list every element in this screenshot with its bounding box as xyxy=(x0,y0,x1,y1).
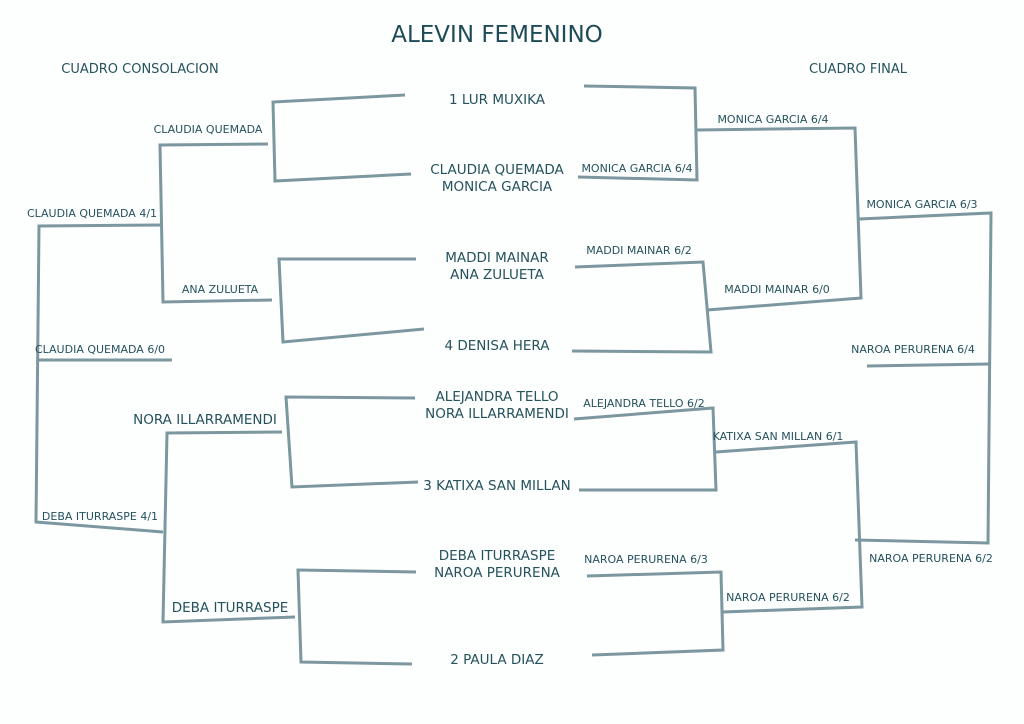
result-label: NORA ILLARRAMENDI xyxy=(133,412,277,428)
entry: 1 LUR MUXIKA xyxy=(449,92,546,108)
consolation-lines xyxy=(34,93,425,666)
result-label: DEBA ITURRASPE xyxy=(172,600,289,616)
result-label: CLAUDIA QUEMADA 4/1 xyxy=(27,207,157,220)
entry: 2 PAULA DIAZ xyxy=(450,652,544,668)
result-label: MONICA GARCIA 6/4 xyxy=(581,162,692,175)
entry: MONICA GARCIA xyxy=(442,179,553,195)
result-label: ALEJANDRA TELLO 6/2 xyxy=(583,397,705,410)
entry: ANA ZULUETA xyxy=(450,267,544,283)
result-label: MONICA GARCIA 6/4 xyxy=(717,113,828,126)
result-label: DEBA ITURRASPE 4/1 xyxy=(42,510,158,523)
final-lines xyxy=(571,84,993,657)
result-label: CLAUDIA QUEMADA xyxy=(154,123,263,136)
draw-entries: 1 LUR MUXIKA CLAUDIA QUEMADA MONICA GARC… xyxy=(423,92,570,668)
consolation-header: CUADRO CONSOLACION xyxy=(61,62,219,77)
entry: CLAUDIA QUEMADA xyxy=(430,162,564,178)
final-results: MONICA GARCIA 6/4 MADDI MAINAR 6/2 ALEJA… xyxy=(581,113,992,604)
result-label: MADDI MAINAR 6/0 xyxy=(724,283,830,296)
final-winner: NAROA PERURENA 6/2 xyxy=(869,552,993,565)
entry: NORA ILLARRAMENDI xyxy=(425,406,569,422)
result-label: KATIXA SAN MILLAN 6/1 xyxy=(713,430,844,443)
final-header: CUADRO FINAL xyxy=(809,62,908,77)
consolation-winner: CLAUDIA QUEMADA 6/0 xyxy=(35,343,165,356)
entry: 3 KATIXA SAN MILLAN xyxy=(423,478,570,494)
result-label: NAROA PERURENA 6/2 xyxy=(726,591,850,604)
result-label: MADDI MAINAR 6/2 xyxy=(586,244,692,257)
entry: 4 DENISA HERA xyxy=(445,338,551,354)
page-title: ALEVIN FEMENINO xyxy=(391,22,603,48)
entry: ALEJANDRA TELLO xyxy=(435,389,558,405)
entry: NAROA PERURENA xyxy=(434,565,561,581)
entry: DEBA ITURRASPE xyxy=(439,548,556,564)
entry: MADDI MAINAR xyxy=(445,250,549,266)
result-label: NAROA PERURENA 6/3 xyxy=(584,553,708,566)
consolation-results: CLAUDIA QUEMADA ANA ZULUETA NORA ILLARRA… xyxy=(27,123,288,616)
result-label: ANA ZULUETA xyxy=(182,283,259,296)
result-label: MONICA GARCIA 6/3 xyxy=(866,198,977,211)
result-label: NAROA PERURENA 6/4 xyxy=(851,343,975,356)
